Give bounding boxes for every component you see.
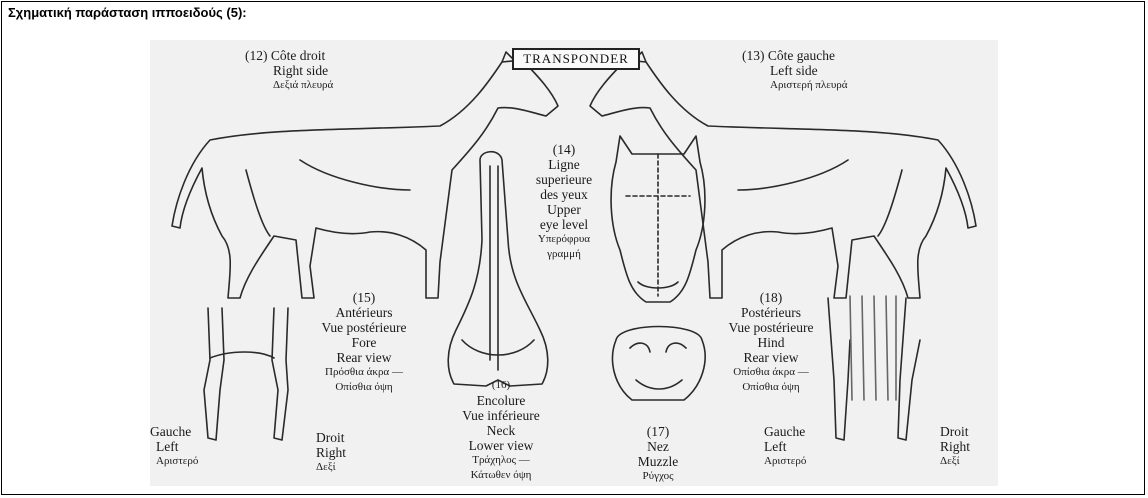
fore-left-gr: Αριστερό: [150, 454, 198, 469]
right-side-en: Right side: [245, 63, 333, 78]
equine-diagram: TRANSPONDER (12) Côte droit Right side Δ…: [150, 40, 998, 486]
muzzle-view: [613, 327, 706, 401]
eye-level-gr-1: Υπερόφρυα: [522, 232, 606, 247]
muzzle-gr: Ρύγχος: [626, 469, 690, 484]
fore-gr-view: Οπίσθια όψη: [300, 380, 428, 395]
hind-label: (18) Postérieurs Vue postérieure Hind Re…: [710, 290, 832, 395]
fore-en: Fore: [300, 335, 428, 350]
eye-level-en-2: eye level: [522, 217, 606, 232]
hind-right-en: Right: [940, 439, 970, 454]
fore-right-fr: Droit: [316, 430, 346, 445]
fore-right-label: Droit Right Δεξί: [316, 430, 346, 475]
hind-fr: Postérieurs: [710, 305, 832, 320]
eye-level-fr-2: superieure: [522, 172, 606, 187]
hind-right-fr: Droit: [940, 424, 970, 439]
eye-level-num: (14): [522, 142, 606, 157]
left-side-gr: Αριστερή πλευρά: [742, 78, 848, 93]
hind-en-view: Rear view: [710, 350, 832, 365]
equine-drawing: [150, 40, 998, 486]
muzzle-en: Muzzle: [626, 454, 690, 469]
neck-gr-view: Κάτωθεν όψη: [446, 468, 556, 483]
transponder-label: TRANSPONDER: [512, 48, 640, 70]
fore-label: (15) Antérieurs Vue postérieure Fore Rea…: [300, 290, 428, 395]
hind-left-label: Gauche Left Αριστερό: [764, 424, 806, 469]
left-side-fr: (13) Côte gauche: [742, 48, 848, 63]
eye-level-en-1: Upper: [522, 202, 606, 217]
fore-left-en: Left: [150, 439, 198, 454]
right-side-label: (12) Côte droit Right side Δεξιά πλευρά: [245, 48, 333, 93]
neck-fr: Encolure: [446, 393, 556, 408]
hind-left-fr: Gauche: [764, 424, 806, 439]
fore-legs-rear-view: [204, 308, 288, 440]
neck-fr-view: Vue inférieure: [446, 408, 556, 423]
hind-left-en: Left: [764, 439, 806, 454]
neck-gr: Τράχηλος —: [446, 453, 556, 468]
fore-left-fr: Gauche: [150, 424, 198, 439]
eye-level-fr-3: des yeux: [522, 187, 606, 202]
section-heading: Σχηματική παράσταση ιπποειδούς (5):: [8, 5, 247, 20]
fore-fr-view: Vue postérieure: [300, 320, 428, 335]
fore-left-label: Gauche Left Αριστερό: [150, 424, 198, 469]
hind-num: (18): [710, 290, 832, 305]
fore-num: (15): [300, 290, 428, 305]
muzzle-label: (17) Nez Muzzle Ρύγχος: [626, 424, 690, 484]
fore-right-en: Right: [316, 445, 346, 460]
hind-left-gr: Αριστερό: [764, 454, 806, 469]
muzzle-num: (17): [626, 424, 690, 439]
hind-right-gr: Δεξί: [940, 454, 970, 469]
neck-en: Neck: [446, 423, 556, 438]
eye-level-gr-2: γραμμή: [522, 247, 606, 262]
hind-gr: Οπίσθια άκρα —: [710, 365, 832, 380]
hind-en: Hind: [710, 335, 832, 350]
left-side-label: (13) Côte gauche Left side Αριστερή πλευ…: [742, 48, 848, 93]
muzzle-fr: Nez: [626, 439, 690, 454]
right-side-gr: Δεξιά πλευρά: [245, 78, 333, 93]
hind-fr-view: Vue postérieure: [710, 320, 832, 335]
hind-right-label: Droit Right Δεξί: [940, 424, 970, 469]
left-side-en: Left side: [742, 63, 848, 78]
eye-level-fr-1: Ligne: [522, 157, 606, 172]
right-side-horse: [172, 52, 558, 298]
fore-en-view: Rear view: [300, 350, 428, 365]
neck-en-view: Lower view: [446, 438, 556, 453]
neck-label: (16) Encolure Vue inférieure Neck Lower …: [446, 378, 556, 483]
neck-num: (16): [446, 378, 556, 393]
hind-gr-view: Οπίσθια όψη: [710, 380, 832, 395]
head-front-view: [611, 136, 705, 302]
fore-right-gr: Δεξί: [316, 460, 346, 475]
right-side-fr: (12) Côte droit: [245, 48, 333, 63]
fore-gr: Πρόσθια άκρα —: [300, 365, 428, 380]
fore-fr: Antérieurs: [300, 305, 428, 320]
eye-level-label: (14) Ligne superieure des yeux Upper eye…: [522, 142, 606, 262]
hind-legs-rear-view: [828, 296, 920, 440]
